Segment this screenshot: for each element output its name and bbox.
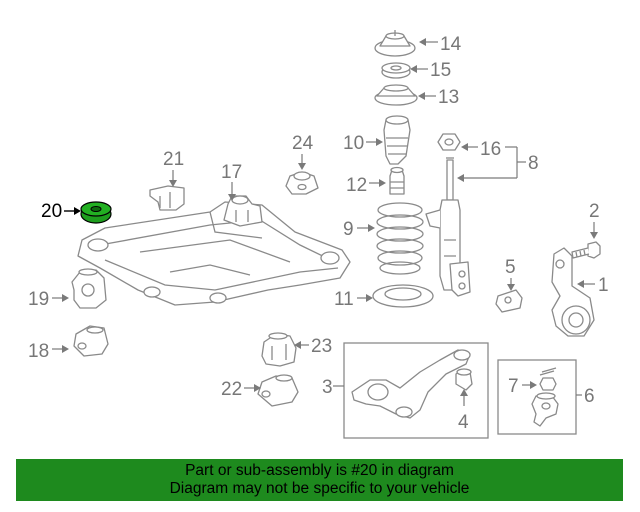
- crossmember[interactable]: [77, 195, 351, 306]
- callout-13: 13: [438, 87, 459, 108]
- part-15-bearing[interactable]: [381, 62, 411, 79]
- callout-6: 6: [584, 386, 595, 407]
- callout-19: 19: [28, 289, 49, 310]
- callout-20: 20: [41, 201, 62, 222]
- callout-10: 10: [343, 133, 364, 154]
- part-11-lower-insulator[interactable]: [372, 284, 434, 308]
- part-19-mount[interactable]: [71, 268, 107, 309]
- callout-17: 17: [221, 162, 242, 183]
- part-12-insulator[interactable]: [389, 166, 405, 195]
- part-6-ball-joint[interactable]: [531, 392, 559, 427]
- callout-11: 11: [334, 289, 354, 310]
- part-16-nut[interactable]: [437, 133, 461, 151]
- part-8-strut[interactable]: [425, 157, 471, 297]
- part-23-mount[interactable]: [261, 332, 297, 367]
- part-22-mount[interactable]: [257, 374, 299, 407]
- callout-1: 1: [598, 275, 609, 296]
- part-10-bump-stop[interactable]: [383, 115, 411, 165]
- callout-2: 2: [589, 201, 600, 222]
- callout-16: 16: [480, 139, 501, 160]
- callout-24: 24: [292, 133, 314, 154]
- part-14-upper-mount[interactable]: [374, 30, 416, 57]
- part-3-control-arm[interactable]: [351, 349, 471, 419]
- callout-7: 7: [508, 376, 519, 397]
- callout-9: 9: [343, 219, 354, 240]
- callout-12: 12: [346, 175, 367, 196]
- callout-21: 21: [163, 149, 184, 170]
- info-banner: Part or sub-assembly is #20 in diagram D…: [16, 459, 623, 501]
- part-7-castle-nut[interactable]: [539, 367, 557, 391]
- callout-14: 14: [440, 34, 462, 55]
- part-20-mount[interactable]: [80, 201, 112, 224]
- part-1-knuckle[interactable]: [551, 247, 595, 337]
- part-9-coil-spring[interactable]: [376, 202, 424, 275]
- callout-22: 22: [221, 379, 242, 400]
- callout-15: 15: [430, 60, 451, 81]
- callout-5: 5: [505, 257, 516, 278]
- callout-8: 8: [528, 153, 539, 174]
- part-18-mount[interactable]: [73, 325, 109, 357]
- banner-line-2: Diagram may not be specific to your vehi…: [169, 480, 470, 497]
- part-4-bushing[interactable]: [455, 368, 473, 391]
- callout-23: 23: [311, 336, 332, 357]
- part-24-mount[interactable]: [285, 171, 319, 195]
- part-5-bracket[interactable]: [495, 289, 523, 313]
- callout-18: 18: [28, 341, 49, 362]
- callout-3: 3: [322, 377, 333, 398]
- part-2-bolt[interactable]: [571, 241, 601, 259]
- part-21-bracket[interactable]: [149, 185, 185, 211]
- callout-4: 4: [458, 412, 469, 433]
- part-13-spring-seat[interactable]: [374, 84, 418, 106]
- banner-line-1: Part or sub-assembly is #20 in diagram: [185, 462, 454, 479]
